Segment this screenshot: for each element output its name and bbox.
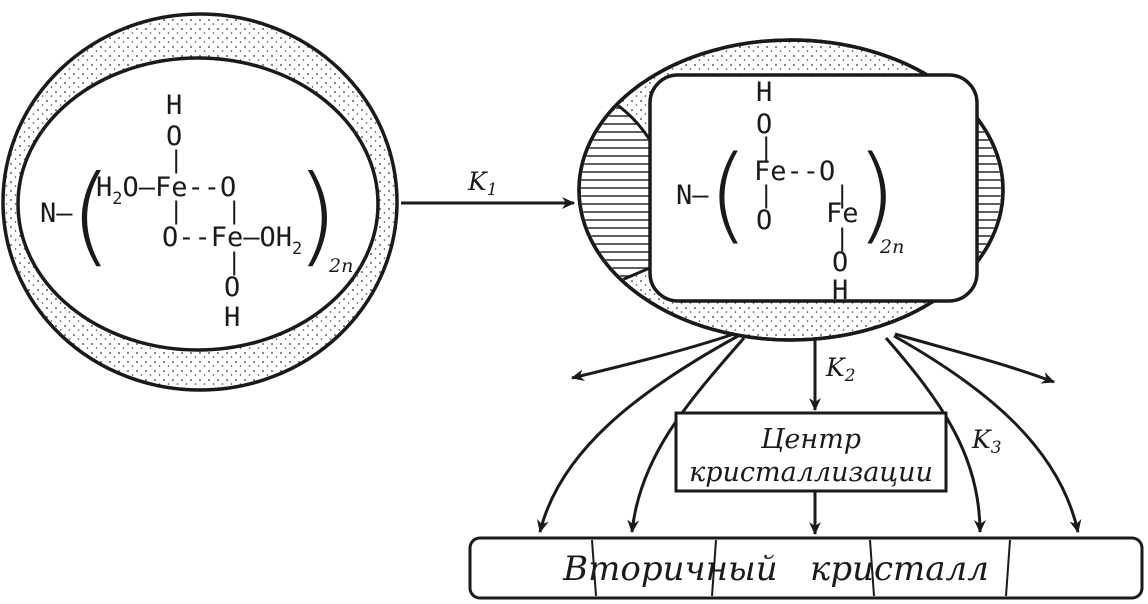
left-prefix-n: N– [40, 198, 73, 229]
arrow-right-inner [884, 337, 986, 533]
left-particle-core [16, 56, 380, 352]
left-bond-v4: | [227, 248, 241, 276]
right-open-paren: ( [708, 133, 749, 255]
dispersion-arrows [537, 332, 1082, 535]
right-close-paren: ) [856, 133, 897, 255]
bottom-box-divider-2 [711, 539, 717, 597]
left-row-main: H2O–Fe--O [96, 172, 236, 209]
right-top-h: H [756, 77, 772, 108]
right-particle: N– ( ) H O | Fe--O | | O Fe 2n | O H [577, 38, 1005, 342]
left-subscript-2n: 2n [328, 255, 353, 277]
left-bottom-o: O [224, 272, 240, 303]
k3-label: K3 [971, 425, 1002, 458]
right-row-fe: Fe--O [754, 156, 835, 187]
left-row-second: O--Fe–OH2 [162, 222, 302, 259]
right-row-fe2: Fe [826, 198, 859, 229]
left-particle: N– ( ) H O | H2O–Fe--O | | O--Fe–OH2 2n … [1, 12, 399, 392]
left-top-o: O [166, 121, 182, 152]
right-bond-v4: | [835, 224, 849, 252]
arrow-left-inner [627, 337, 746, 533]
left-top-h: H [166, 90, 182, 121]
bottom-box-divider-3 [869, 539, 875, 597]
left-close-paren: ) [296, 153, 338, 278]
bottom-box-label: Вторичный кристалл [562, 549, 989, 589]
right-bottom-o: O [832, 247, 848, 278]
left-bond-v3: | [227, 197, 241, 225]
right-bottom-h: H [832, 275, 848, 306]
right-top-o: O [756, 109, 772, 140]
right-bond-v2: | [759, 181, 773, 209]
left-open-paren: ( [70, 153, 112, 278]
k1-label: K1 [467, 167, 498, 200]
right-row-o: O [756, 205, 772, 236]
right-particle-core [648, 73, 979, 303]
right-bond-v3: | [835, 181, 849, 209]
arrow-far-right-short [894, 332, 1055, 384]
left-bottom-h: H [224, 302, 240, 333]
arrow-right-outer [893, 334, 1082, 533]
right-prefix-n: N– [676, 180, 709, 211]
right-hatch-right [974, 78, 1001, 293]
center-box-line1: Центр [760, 424, 861, 455]
crystallization-center-box: Центр кристаллизации [674, 411, 948, 493]
center-box-line2: кристаллизации [689, 457, 933, 488]
right-bond-v1: | [759, 133, 773, 161]
secondary-crystal-box: Вторичный кристалл [468, 536, 1144, 600]
arrow-far-left-short [571, 332, 735, 381]
right-subscript-2n: 2n [879, 236, 904, 258]
bottom-box-divider-1 [591, 539, 597, 597]
bottom-box-divider-4 [1005, 539, 1011, 597]
k2-label: K2 [825, 353, 856, 386]
arrow-left-outer [537, 334, 739, 533]
left-bond-v2: | [169, 197, 183, 225]
left-bond-v1: | [169, 146, 183, 174]
